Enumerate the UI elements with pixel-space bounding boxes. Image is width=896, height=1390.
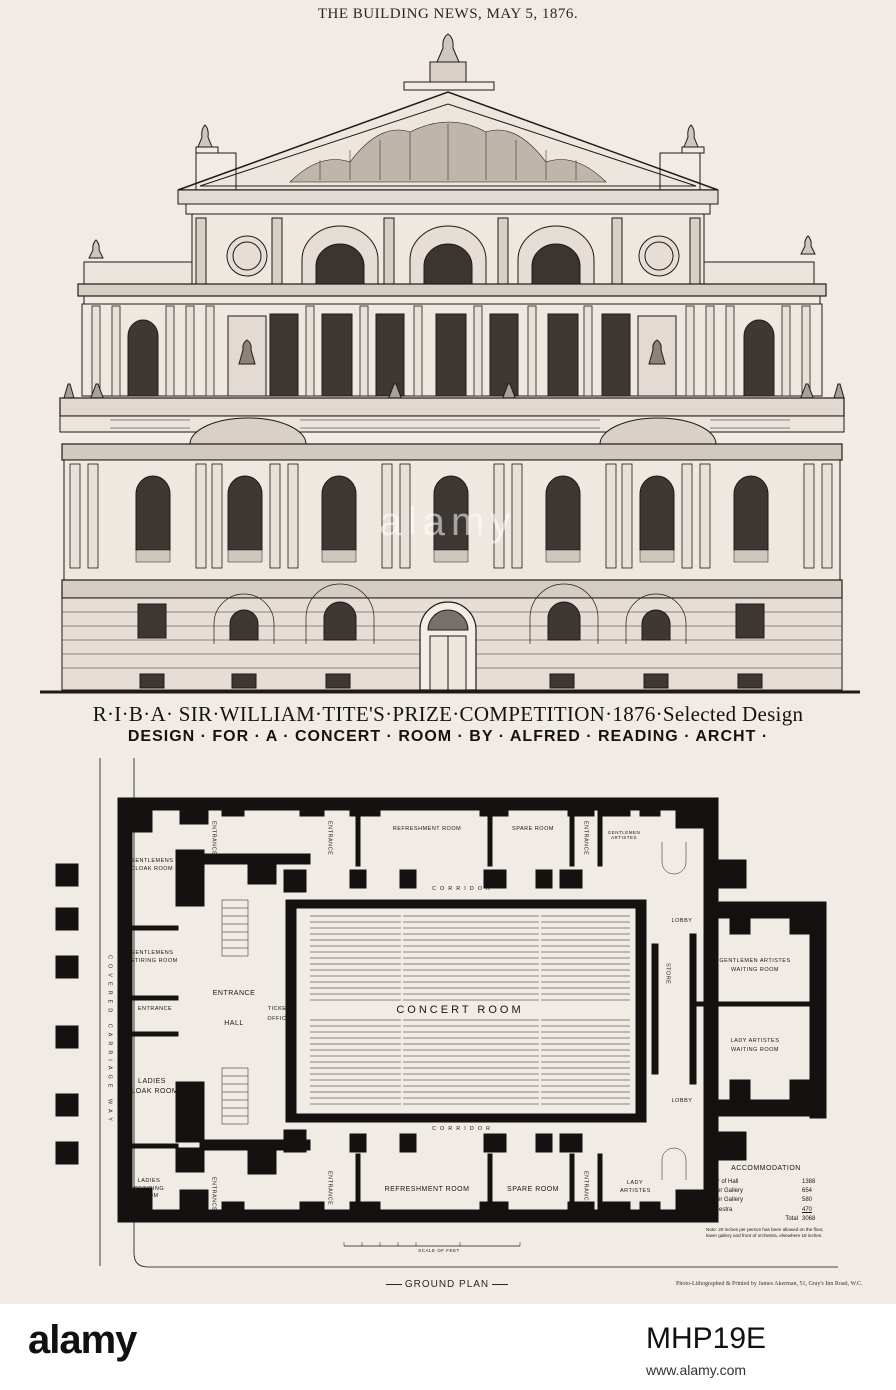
label-entrance-hall-1: ENTRANCE (212, 990, 256, 997)
label-refreshment-bottom: REFRESHMENT ROOM (384, 1186, 470, 1193)
label-entrance-top-1: ENTRANCE (210, 820, 217, 856)
label-gentlemen-artistes-2: WAITING ROOM (731, 967, 779, 973)
ground-plan-label: GROUND PLAN (382, 1279, 512, 1290)
label-concert-room: CONCERT ROOM (396, 1004, 524, 1016)
label-gentlemens-cloak-2: CLOAK ROOM (130, 866, 174, 872)
label-entrance-left: ENTRANCE (137, 1006, 173, 1012)
label-entrance-top-2: ENTRANCE (326, 820, 333, 856)
image-id: MHP19E (646, 1322, 767, 1355)
ground-plan-text: GROUND PLAN (404, 1279, 490, 1290)
accommodation-heading: ACCOMMODATION (731, 1165, 801, 1172)
label-covered-carriage-way: COVERED CARRIAGE WAY (106, 954, 113, 1126)
competition-title: R·I·B·A· SIR·WILLIAM·TITE'S·PRIZE·COMPET… (92, 702, 804, 726)
label-lady-artistes-1: LADY ARTISTES (730, 1038, 780, 1044)
label-gentlemens-retiring-1: GENTLEMENS (130, 950, 174, 956)
stairs (221, 842, 687, 1180)
alamy-logo: alamy (28, 1318, 137, 1362)
watermark-bar (0, 1304, 896, 1390)
label-artistes-bottom: ARTISTES (620, 1188, 651, 1194)
label-conductor: CONDUCTOR (734, 1002, 776, 1008)
label-ticket-office-1: TICKET (267, 1006, 291, 1012)
label-store: STORE (664, 963, 671, 985)
label-corridor-top: CORRIDOR (432, 886, 494, 892)
watermark-url: www.alamy.com (646, 1362, 747, 1378)
label-ladies-cloak-2: CLOAK ROOM (125, 1088, 179, 1095)
label-entrance-bottom-3: ENTRANCE (582, 1170, 589, 1206)
label-ticket-office-2: OFFICE (267, 1016, 291, 1022)
label-spare-top: SPARE ROOM (512, 826, 554, 832)
printer-credit: Photo-Lithographed & Printed by James Ak… (676, 1281, 863, 1287)
label-lobby-bottom: LOBBY (671, 1098, 693, 1104)
label-lady-artistes-2: WAITING ROOM (731, 1047, 779, 1053)
design-title: DESIGN · FOR · A · CONCERT · ROOM · BY ·… (127, 728, 769, 745)
journal-header: THE BUILDING NEWS, MAY 5, 1876. (317, 6, 579, 22)
seating-top (310, 915, 630, 1105)
label-refreshment-top: REFRESHMENT ROOM (392, 826, 462, 832)
label-scale-of-feet: SCALE OF FEET (418, 1248, 460, 1253)
label-gentlemen-artistes-1: GENTLEMEN ARTISTES (719, 958, 791, 964)
label-gentlemens-cloak-1: GENTLEMENS (130, 858, 174, 864)
label-entrance-bottom-1: ENTRANCE (210, 1176, 217, 1212)
label-gentlemens-retiring-2: RETIRING ROOM (126, 958, 178, 964)
label-entrance-hall-2: HALL (224, 1020, 244, 1027)
facade-elevation (40, 33, 860, 694)
label-gentlemen-artistes-top-1: GENTLEMEN ARTISTES (607, 830, 641, 841)
ground-plan (55, 758, 838, 1268)
accommodation-note: Note: 20 inches per person has been allo… (706, 1227, 824, 1239)
label-lobby-top: LOBBY (671, 918, 693, 924)
label-spare-bottom: SPARE ROOM (507, 1186, 559, 1193)
label-entrance-bottom-2: ENTRANCE (326, 1170, 333, 1206)
label-lady-bottom: LADY (626, 1180, 644, 1186)
label-entrance-top-3: ENTRANCE (582, 820, 589, 856)
label-ladies-cloak-1: LADIES (138, 1078, 166, 1085)
apex-statue-group (403, 33, 495, 91)
scale-bar (343, 1242, 521, 1247)
label-ladies-retiring-2: RETIRING ROOM (133, 1186, 165, 1199)
label-ladies-retiring-1: LADIES (137, 1178, 161, 1184)
label-corridor-bottom: CORRIDOR (432, 1126, 494, 1132)
